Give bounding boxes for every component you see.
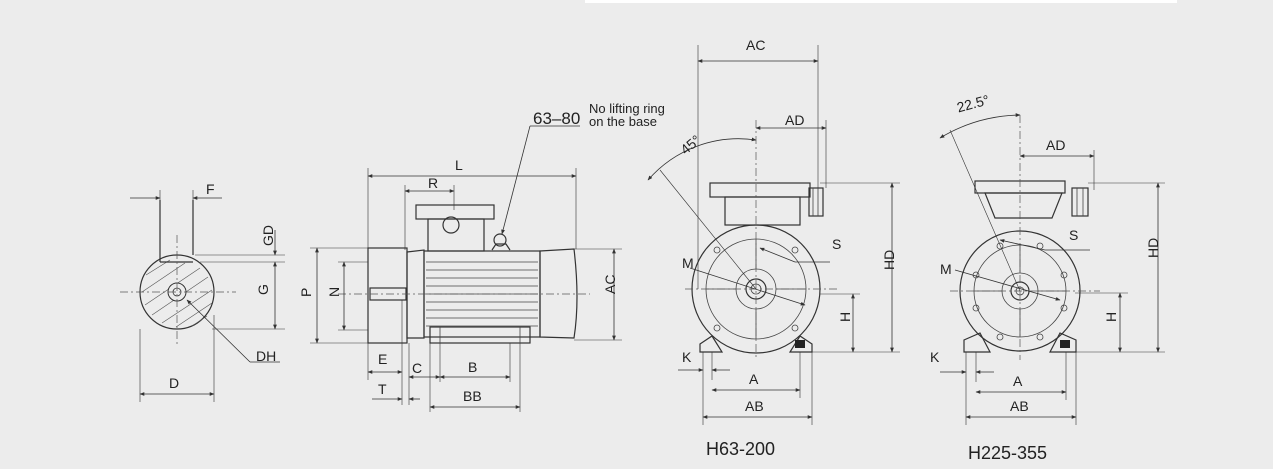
label-K-front1: K bbox=[682, 349, 692, 365]
front-view-h63-200: AC AD 45° S M HD H K A bbox=[647, 37, 900, 459]
label-S-front2: S bbox=[1069, 227, 1078, 243]
label-K-front2: K bbox=[930, 349, 940, 365]
label-L: L bbox=[455, 157, 463, 173]
label-GD: GD bbox=[260, 225, 276, 246]
label-A-front2: A bbox=[1013, 373, 1023, 389]
label-R: R bbox=[428, 175, 438, 191]
label-AD-front1: AD bbox=[785, 112, 804, 128]
front-view-h225-355: 22.5° AD S M HD H K A AB H225-355 bbox=[930, 91, 1165, 463]
label-AB-front1: AB bbox=[745, 398, 764, 414]
label-G: G bbox=[255, 284, 271, 295]
motor-side-view: L R P N AC E C B T bbox=[298, 101, 665, 412]
shaft-end-view: F GD G DH D bbox=[120, 181, 285, 402]
label-A-front1: A bbox=[749, 371, 759, 387]
label-N: N bbox=[326, 287, 342, 297]
label-H-front2: H bbox=[1103, 312, 1119, 322]
label-P: P bbox=[298, 288, 314, 297]
label-T: T bbox=[378, 381, 387, 397]
label-BB: BB bbox=[463, 388, 482, 404]
note-range: 63–80 bbox=[533, 109, 580, 128]
label-B: B bbox=[468, 359, 477, 375]
label-M-front1: M bbox=[682, 255, 694, 271]
label-AB-front2: AB bbox=[1010, 398, 1029, 414]
note-line2: on the base bbox=[589, 114, 657, 129]
label-E: E bbox=[378, 351, 387, 367]
label-HD-front2: HD bbox=[1145, 238, 1161, 258]
label-AC-front: AC bbox=[746, 37, 765, 53]
label-C: C bbox=[412, 360, 422, 376]
label-S-front1: S bbox=[832, 236, 841, 252]
label-F: F bbox=[206, 181, 215, 197]
label-AC-side: AC bbox=[602, 275, 618, 294]
label-D: D bbox=[169, 375, 179, 391]
label-H-front1: H bbox=[837, 312, 853, 322]
label-AD-front2: AD bbox=[1046, 137, 1065, 153]
label-M-front2: M bbox=[940, 261, 952, 277]
label-DH: DH bbox=[256, 348, 276, 364]
label-angle-22-5: 22.5° bbox=[955, 91, 991, 115]
caption-h63-200: H63-200 bbox=[706, 439, 775, 459]
top-strip bbox=[585, 0, 1177, 3]
note-line1: No lifting ring bbox=[589, 101, 665, 116]
caption-h225-355: H225-355 bbox=[968, 443, 1047, 463]
label-HD-front1: HD bbox=[881, 250, 897, 270]
